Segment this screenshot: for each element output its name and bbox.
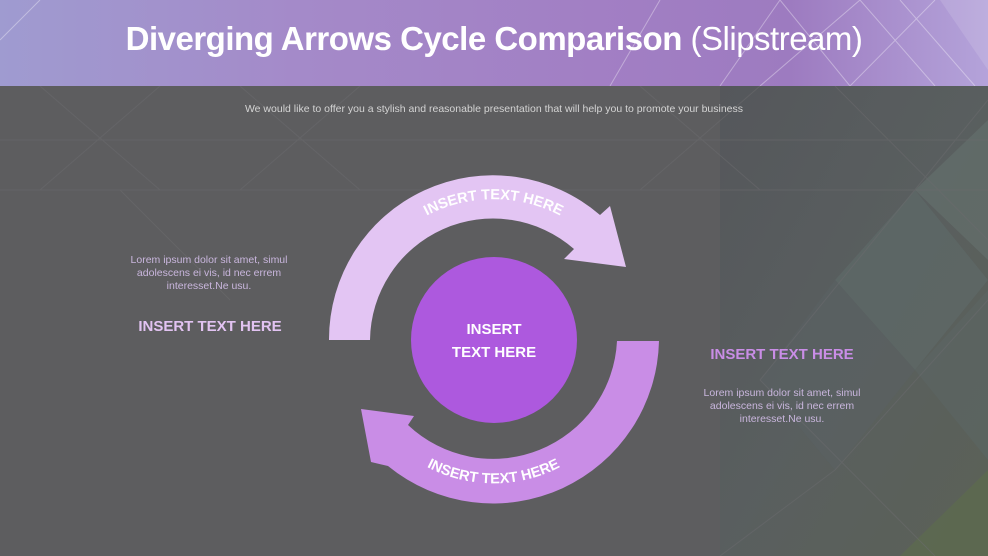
center-label-line1: INSERT [466,321,522,338]
right-body-text: Lorem ipsum dolor sit amet, simul adoles… [703,387,861,425]
bottom-cycle-arrow[interactable] [361,341,659,504]
left-body-text: Lorem ipsum dolor sit amet, simul adoles… [130,254,288,292]
page-title: Diverging Arrows Cycle Comparison (Slips… [0,20,988,58]
top-cycle-arrow[interactable] [328,175,626,340]
center-circle[interactable] [411,257,577,423]
right-heading: INSERT TEXT HERE [710,346,854,363]
title-banner [0,0,988,86]
title-bold-text: Diverging Arrows Cycle Comparison [125,20,683,57]
page-subtitle: We would like to offer you a stylish and… [244,103,744,115]
banner-pattern [0,0,988,86]
left-heading: INSERT TEXT HERE [138,318,282,335]
title-light-text: (Slipstream) [690,20,863,57]
center-label-line2: TEXT HERE [451,344,537,361]
center-label: INSERT TEXT HERE [411,318,577,364]
